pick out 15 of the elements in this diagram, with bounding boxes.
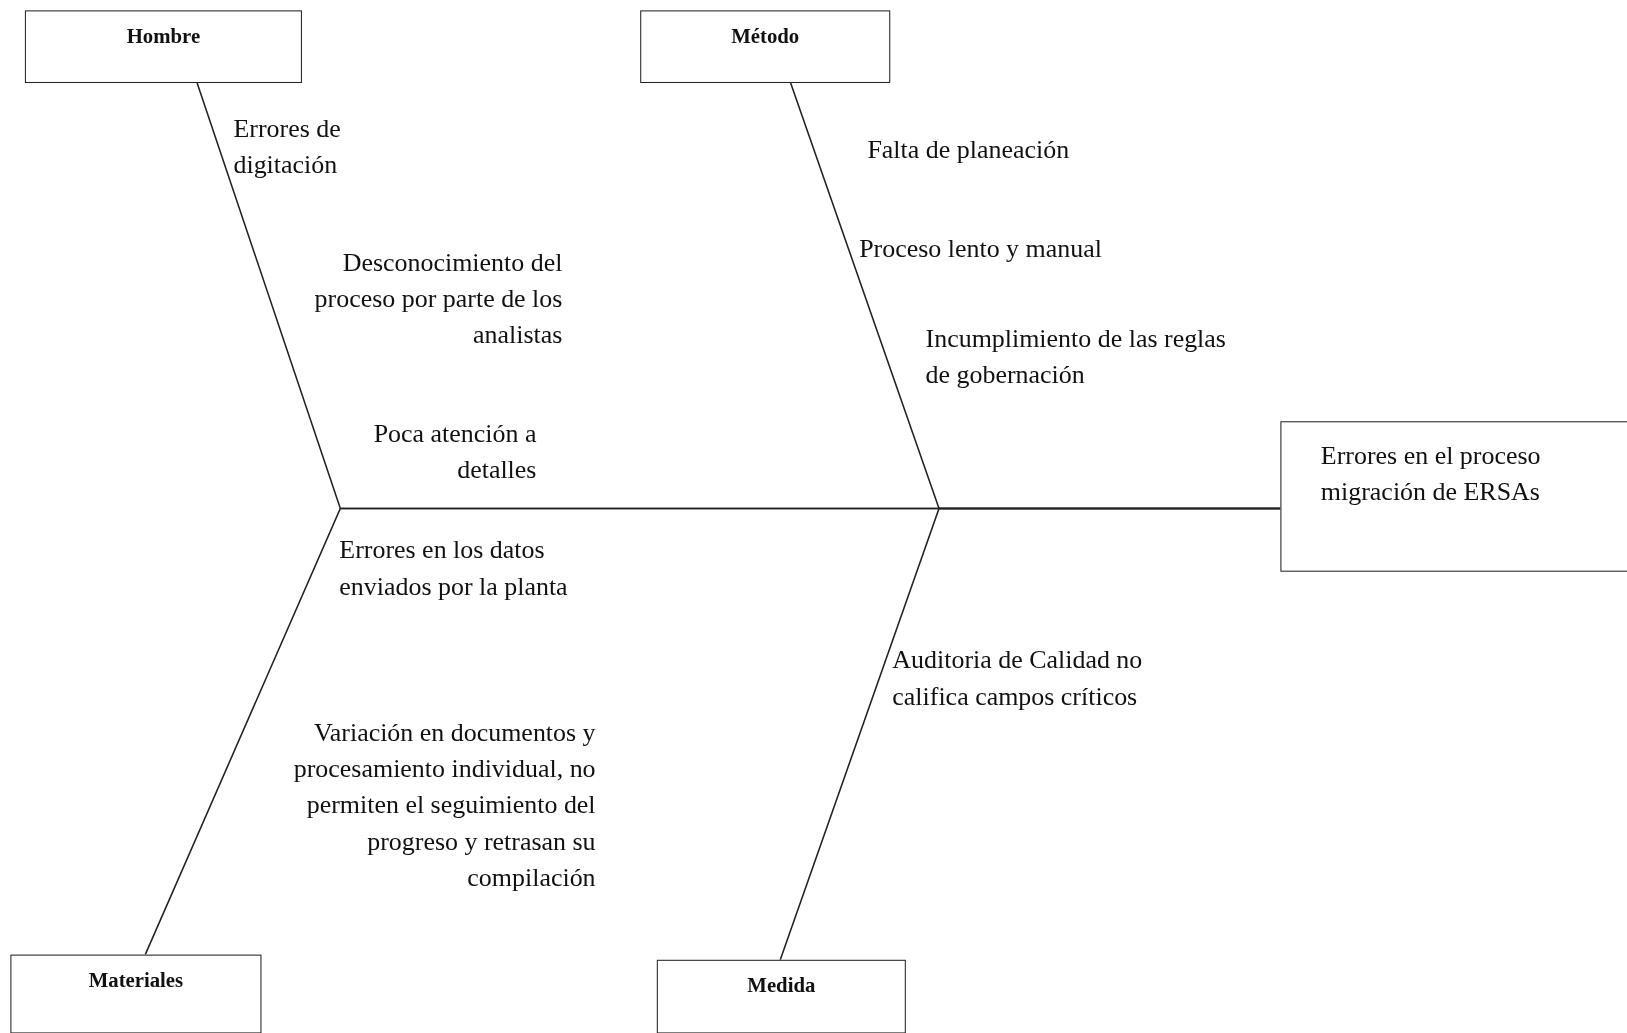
category-box: Método — [640, 10, 891, 83]
category-box: Medida — [656, 959, 906, 1033]
bone-line — [779, 507, 1282, 961]
cause-text: Auditoria de Calidad no califica campos críticos — [892, 644, 1144, 712]
cause-text: Falta de planeación — [867, 133, 1071, 165]
cause-text: Poca atención a detalles — [372, 418, 537, 486]
cause-text: Errores en los datos enviados por la planta — [339, 534, 569, 602]
cause-text: Variación en documentos y procesamiento individual, no permiten el seguimiento del progreso y retrasan su compilación — [292, 717, 596, 894]
category-box: Hombre — [24, 10, 302, 83]
category-box: Materiales — [10, 954, 262, 1033]
cause-text: Errores de digitación — [233, 113, 342, 181]
cause-text: Desconocimiento del proceso por parte de los analistas — [313, 247, 563, 351]
cause-text: Incumplimiento de las reglas de gobernación — [925, 322, 1227, 391]
effect-box: Errores en el proceso migración de ERSAs — [1280, 421, 1627, 572]
cause-text: Proceso lento y manual — [859, 233, 1103, 265]
